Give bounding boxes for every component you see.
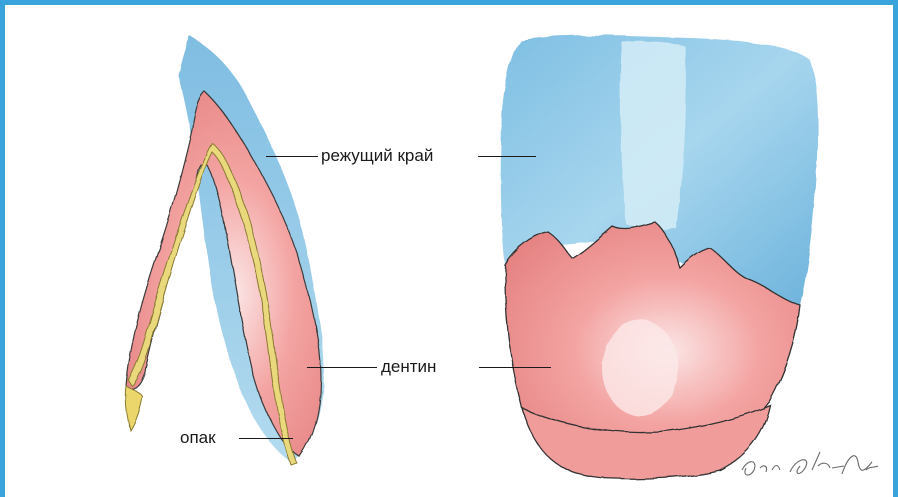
dentin-leader-left <box>307 367 377 368</box>
labial-mamelon-highlight <box>620 41 686 230</box>
opaque-leader <box>239 438 293 439</box>
labial-dentin-highlight <box>602 320 678 416</box>
opaque-label: опак <box>180 428 216 448</box>
dentin-leader-right <box>479 367 551 368</box>
incisal-edge-leader-left <box>266 156 318 157</box>
incisal-edge-leader-right <box>478 156 536 157</box>
tooth-labial-view <box>501 35 818 479</box>
incisal-edge-label: режущий край <box>321 146 433 166</box>
cross-section-root-tip <box>125 386 142 430</box>
dentin-label: дентин <box>381 357 436 377</box>
tooth-cross-section <box>125 36 324 465</box>
artist-signature <box>742 452 878 475</box>
